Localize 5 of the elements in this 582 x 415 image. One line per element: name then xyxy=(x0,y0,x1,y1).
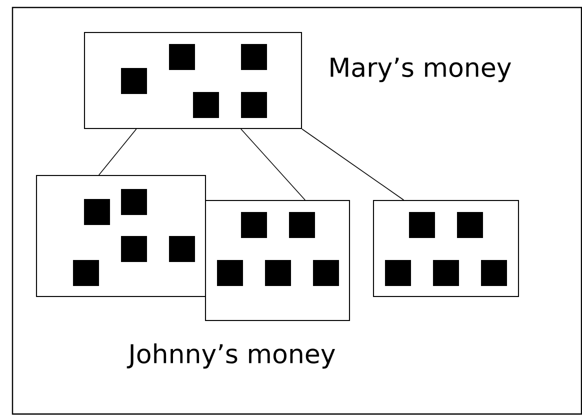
group-label: Johnny’s money xyxy=(126,343,336,369)
connector-line xyxy=(240,128,306,200)
connector-line xyxy=(98,128,137,176)
box-caption: Mary’s money xyxy=(330,58,512,82)
connector-line xyxy=(302,128,404,200)
